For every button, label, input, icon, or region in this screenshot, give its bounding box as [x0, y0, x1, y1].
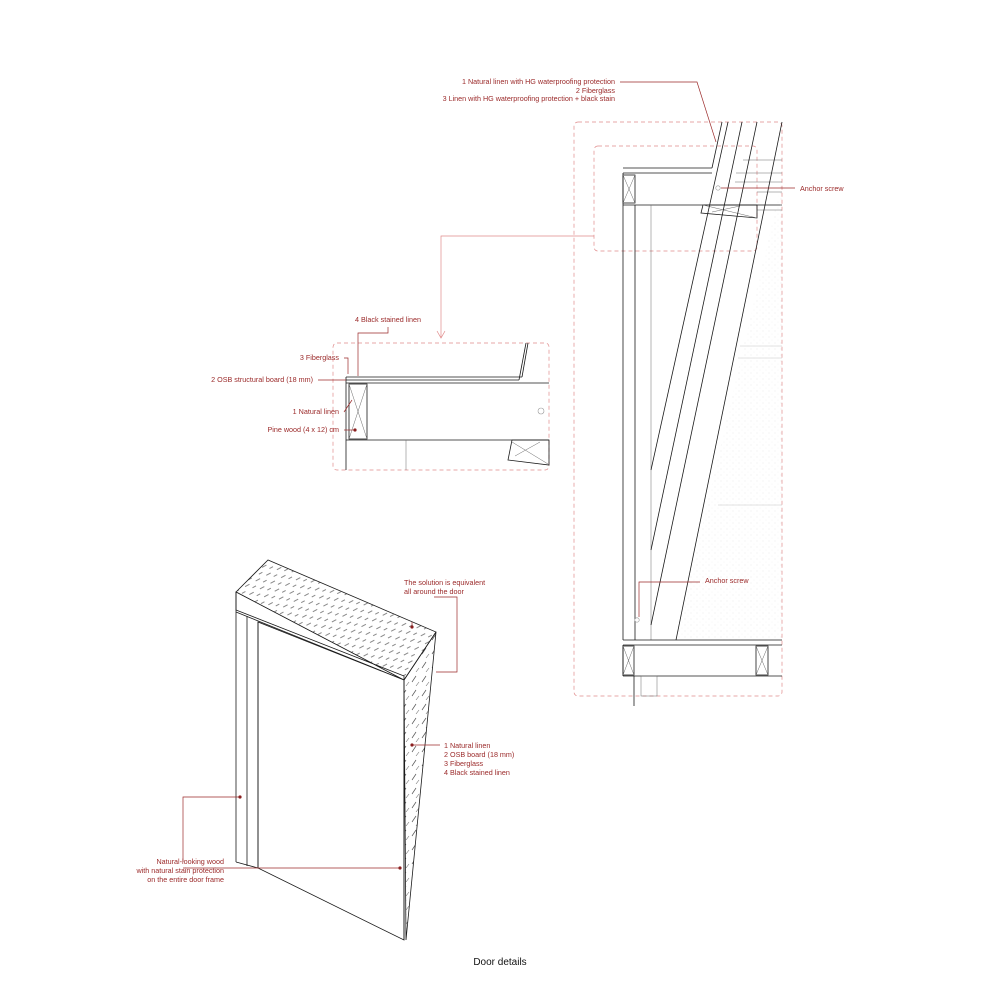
enlarged-detail-view: 4 Black stained linen 3 Fiberglass 2 OSB… — [211, 315, 550, 471]
iso-layer-line4: 4 Black stained linen — [444, 768, 510, 777]
wood-note-line3: on the entire door frame — [147, 875, 224, 884]
anchor-screw-top-label: Anchor screw — [800, 184, 844, 193]
anchor-screw-top-marker — [715, 185, 721, 191]
layers-label-line3: 3 Linen with HG waterproofing protection… — [443, 94, 615, 103]
door-section-view: 1 Natural linen with HG waterproofing pr… — [436, 77, 844, 706]
detail-dashed-frame — [332, 342, 550, 471]
section-inner-dashed-frame — [593, 145, 758, 252]
iso-layer-line1: 1 Natural linen — [444, 741, 490, 750]
equivalent-note-line2: all around the door — [404, 587, 465, 596]
angled-block-detail — [507, 439, 550, 466]
section-outer-dashed-frame — [573, 121, 783, 697]
iso-layer-line2: 2 OSB board (18 mm) — [444, 750, 514, 759]
iso-layer-line3: 3 Fiberglass — [444, 759, 484, 768]
pine-block-top-left — [622, 174, 636, 204]
pine-block-bottom-right — [755, 645, 769, 676]
figure-caption: Door details — [473, 957, 526, 968]
equivalent-note-line1: The solution is equivalent — [404, 578, 485, 587]
wood-note-line2: with natural stain protection — [136, 866, 225, 875]
black-stained-linen-label: 4 Black stained linen — [355, 315, 421, 324]
frame-side-face — [403, 631, 437, 941]
fiberglass-label: 3 Fiberglass — [300, 353, 340, 362]
layers-label-line2: 2 Fiberglass — [576, 86, 616, 95]
pine-block-detail — [348, 383, 368, 440]
natural-linen-label: 1 Natural linen — [293, 407, 339, 416]
pine-block-bottom-left — [622, 645, 635, 676]
pine-wood-label: Pine wood (4 x 12) cm — [267, 425, 339, 434]
osb-board-label: 2 OSB structural board (18 mm) — [211, 375, 313, 384]
isometric-door-view: The solution is equivalent all around th… — [136, 559, 514, 941]
frame-front-face — [257, 621, 405, 941]
wood-note-line1: Natural-looking wood — [156, 857, 224, 866]
layers-label-line1: 1 Natural linen with HG waterproofing pr… — [462, 77, 615, 86]
anchor-screw-bottom-marker — [634, 617, 640, 623]
anchor-screw-bottom-label: Anchor screw — [705, 576, 749, 585]
